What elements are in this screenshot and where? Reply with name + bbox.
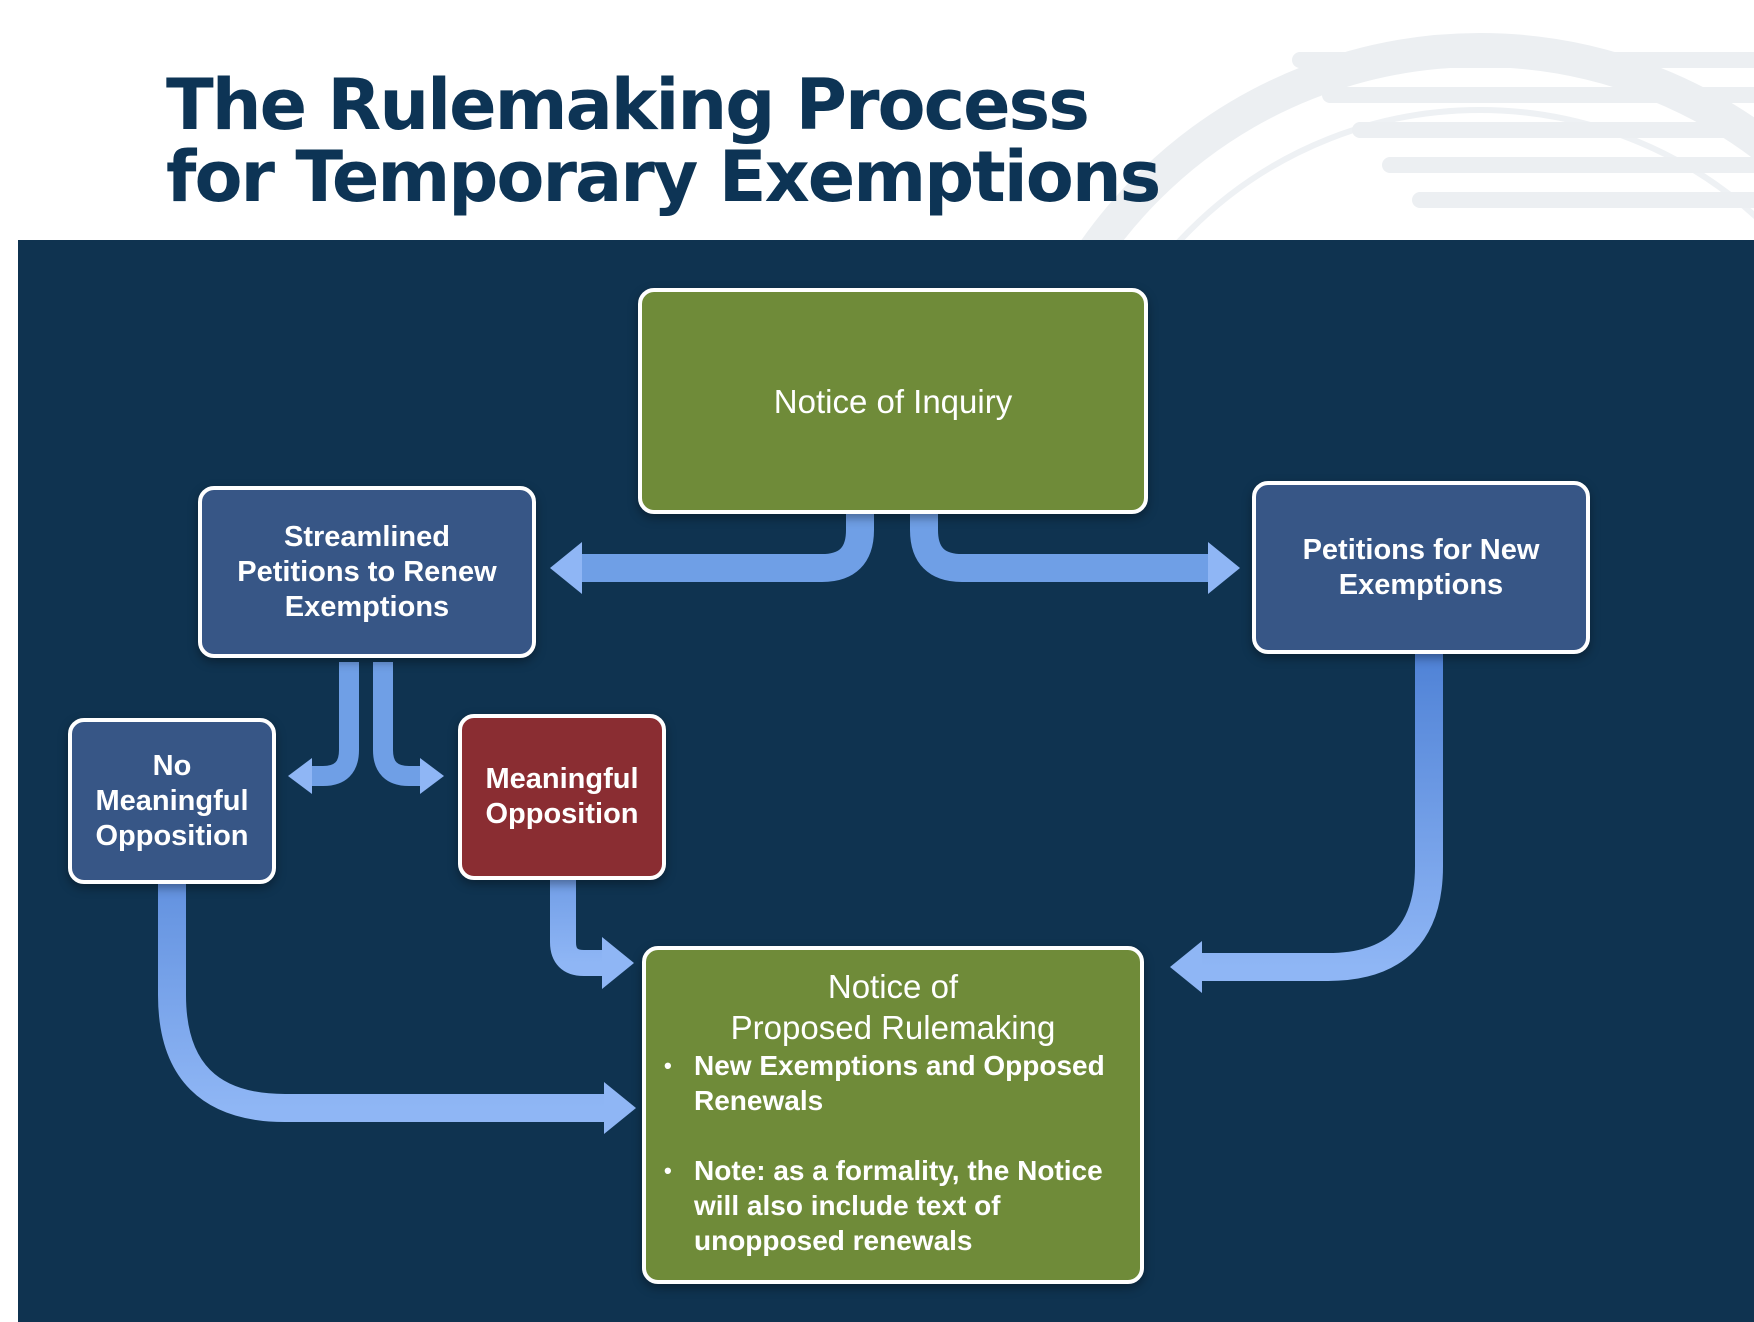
seal-watermark [1081,33,1754,240]
node-label: No Meaningful Opposition [95,749,249,852]
diagram-panel: Notice of Inquiry Streamlined Petitions … [18,240,1754,1322]
bullet-dot-icon: • [664,1158,672,1183]
node-notice-of-proposed-rulemaking: Notice of Proposed Rulemaking • New Exem… [642,946,1144,1284]
bullet-item: • New Exemptions and Opposed Renewals [664,1048,1122,1118]
edge-noi-to-streamlined [550,514,874,594]
node-notice-of-inquiry: Notice of Inquiry [638,288,1148,514]
edge-noi-to-petitions-new [910,514,1240,594]
node-label: Meaningful Opposition [485,763,639,830]
connector-arrows [158,514,1443,1134]
header: The Rulemaking Process for Temporary Exe… [0,0,1754,240]
edge-petitions-new-to-nprm [1170,654,1443,993]
title-line-2: for Temporary Exemptions [166,136,1161,218]
node-label: Petitions for New Exemptions [1302,533,1540,601]
node-meaningful-opposition: Meaningful Opposition [458,714,666,880]
bullet-dot-icon: • [664,1053,672,1078]
edge-streamlined-to-opposition [373,662,444,794]
node-label: Streamlined Petitions to Renew Exemption… [237,520,497,623]
bullet-text: Note: as a formality, the Notice will al… [694,1155,1103,1256]
edge-opposition-to-nprm [550,784,634,989]
title-line-1: The Rulemaking Process [166,64,1090,146]
bullet-item: • Note: as a formality, the Notice will … [664,1153,1122,1258]
edge-no-opposition-to-nprm [158,786,636,1134]
edge-streamlined-to-no-opposition [288,662,359,794]
node-no-meaningful-opposition: No Meaningful Opposition [68,718,276,884]
bullet-list: • New Exemptions and Opposed Renewals • … [664,1048,1122,1258]
node-petitions-new-exemptions: Petitions for New Exemptions [1252,481,1590,654]
bullet-text: New Exemptions and Opposed Renewals [694,1050,1105,1116]
node-title: Notice of Proposed Rulemaking [730,968,1056,1046]
node-streamlined-petitions: Streamlined Petitions to Renew Exemption… [198,486,536,658]
node-label: Notice of Inquiry [773,382,1013,420]
